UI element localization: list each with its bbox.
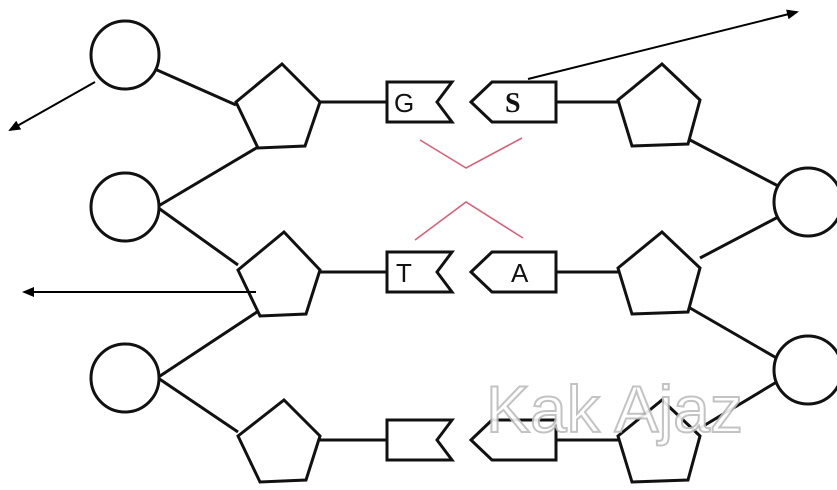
sugar-base-bonds — [320, 100, 618, 442]
bases-left — [385, 80, 455, 462]
sugar-pentagon-right-3 — [616, 398, 702, 484]
phosphate-circle-left-3 — [89, 342, 161, 414]
sugar-pentagon-right-2 — [616, 230, 702, 316]
base-label-row2-left: T — [396, 258, 412, 288]
base-pointed-row1 — [468, 80, 558, 124]
right-backbone-bonds — [689, 138, 783, 430]
sugar-groups — [234, 61, 702, 484]
hydrogen-bonds — [414, 137, 524, 241]
base-notched-row3 — [385, 418, 455, 462]
base-label-row2-right: A — [511, 258, 529, 288]
phosphate-circle-left-1 — [89, 19, 161, 91]
bond-sugar5-phosphate4 — [699, 213, 783, 260]
bond-phosphate2-sugar2 — [156, 205, 239, 267]
sugar-pentagon-left-3 — [236, 398, 322, 484]
pointer-arrows — [8, 9, 799, 297]
phosphate-circle-left-2 — [89, 171, 161, 243]
sugar-pentagon-left-2 — [236, 229, 322, 318]
bases-right — [468, 80, 558, 462]
base-pointed-row2 — [468, 250, 558, 294]
sugar-pentagon-right-1 — [616, 62, 702, 148]
bond-sugar5-phosphate5 — [689, 306, 781, 362]
left-backbone-bonds — [154, 68, 261, 434]
phosphate-circle-right-1 — [772, 166, 837, 238]
phosphate-groups — [89, 19, 837, 414]
base-pointed-row3 — [468, 418, 558, 462]
watermark-text: Kak Ajaz — [486, 372, 743, 446]
base-notched-row2 — [385, 250, 455, 294]
bond-phosphate2-sugar1 — [154, 145, 259, 210]
sugar-pentagon-left-1 — [234, 61, 322, 150]
hydrogen-bond-row1 — [419, 137, 523, 169]
pointer-arrow-base — [527, 9, 799, 80]
base-letters: G S T A — [394, 88, 529, 288]
bond-phosphate3-sugar3 — [157, 376, 239, 434]
hydrogen-bond-row2 — [414, 201, 524, 241]
bond-phosphate1-sugar1 — [156, 68, 237, 107]
bond-phosphate3-sugar2 — [156, 308, 261, 380]
base-label-row1-left: G — [394, 88, 414, 118]
phosphate-circle-right-2 — [772, 334, 837, 406]
pointer-arrow-phosphate — [8, 81, 96, 131]
base-notched-row1 — [385, 80, 455, 124]
base-label-row1-right: S — [505, 88, 521, 119]
bond-sugar4-phosphate4 — [689, 138, 783, 190]
bond-sugar6-phosphate5 — [699, 378, 781, 430]
